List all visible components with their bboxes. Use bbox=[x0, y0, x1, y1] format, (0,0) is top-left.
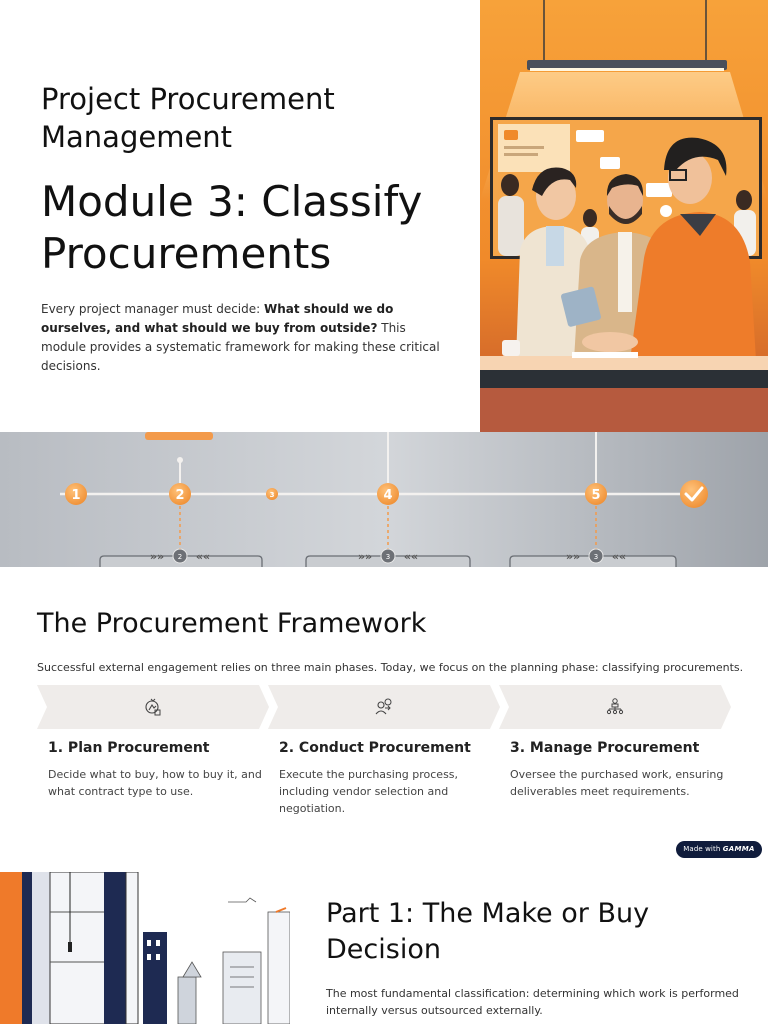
badge-brand: GAMMA bbox=[722, 845, 755, 853]
team-hierarchy-icon bbox=[606, 698, 624, 715]
sub-marker-2: »» 3 «« bbox=[358, 548, 418, 564]
phase-1-description: Decide what to buy, how to buy it, and w… bbox=[48, 768, 262, 798]
phase-2-chevron bbox=[268, 685, 500, 729]
intro-paragraph: Every project manager must decide: What … bbox=[41, 300, 441, 376]
make-or-buy-description: The most fundamental classification: det… bbox=[326, 987, 739, 1017]
phase-3-title: 3. Manage Procurement bbox=[510, 740, 700, 756]
phase-2-description: Execute the purchasing process, includin… bbox=[279, 768, 459, 815]
timeline-node-3: 3 bbox=[266, 488, 278, 500]
framework-subtitle: Successful external engagement relies on… bbox=[37, 661, 744, 674]
plan-hand-icon bbox=[145, 698, 161, 716]
sub-marker-3: »» 3 «« bbox=[566, 548, 626, 564]
phase-2-title: 2. Conduct Procurement bbox=[279, 740, 471, 756]
framework-title: The Procurement Framework bbox=[37, 608, 427, 639]
svg-text:««: «« bbox=[404, 550, 418, 563]
timeline-check-icon bbox=[680, 480, 708, 508]
phase-1-title: 1. Plan Procurement bbox=[48, 740, 210, 756]
svg-text:4: 4 bbox=[383, 488, 392, 503]
svg-text:»»: »» bbox=[566, 550, 580, 563]
phase-3-description: Oversee the purchased work, ensuring del… bbox=[510, 768, 724, 798]
svg-text:»»: »» bbox=[358, 550, 372, 563]
svg-text:2: 2 bbox=[178, 553, 182, 561]
intro-text-start: Every project manager must decide: bbox=[41, 302, 264, 316]
svg-text:2: 2 bbox=[175, 488, 184, 503]
timeline-node-4: 4 bbox=[377, 483, 399, 505]
process-timeline-band: 1 2 3 4 5 »» 2 «« »» bbox=[0, 432, 768, 567]
make-or-buy-title: Part 1: The Make or Buy Decision bbox=[326, 898, 650, 965]
course-title: Project Procurement Management bbox=[41, 82, 335, 154]
svg-text:««: «« bbox=[612, 550, 626, 563]
timeline-node-2: 2 bbox=[169, 483, 191, 505]
timeline-node-5: 5 bbox=[585, 483, 607, 505]
sub-marker-1: »» 2 «« bbox=[150, 548, 210, 564]
badge-prefix: Made with bbox=[683, 845, 721, 853]
slide-intro: Project Procurement Management Module 3:… bbox=[0, 0, 768, 432]
svg-text:5: 5 bbox=[591, 488, 600, 503]
svg-text:««: «« bbox=[196, 550, 210, 563]
module-title: Module 3: Classify Procurements bbox=[41, 177, 423, 278]
timeline-node-1: 1 bbox=[65, 483, 87, 505]
vendor-exchange-icon bbox=[375, 698, 392, 715]
intro-text-emphasis: What should we do ourselves, and what sh… bbox=[41, 302, 394, 335]
svg-text:1: 1 bbox=[71, 488, 80, 503]
city-buildings-illustration bbox=[0, 872, 290, 1024]
svg-text:3: 3 bbox=[594, 553, 598, 561]
svg-text:»»: »» bbox=[150, 550, 164, 563]
office-meeting-illustration bbox=[480, 0, 768, 432]
svg-text:3: 3 bbox=[270, 491, 275, 499]
intro-text-end: This module provides a systematic framew… bbox=[41, 321, 440, 373]
made-with-gamma-badge[interactable]: Made with GAMMA bbox=[676, 841, 762, 858]
svg-text:3: 3 bbox=[386, 553, 390, 561]
